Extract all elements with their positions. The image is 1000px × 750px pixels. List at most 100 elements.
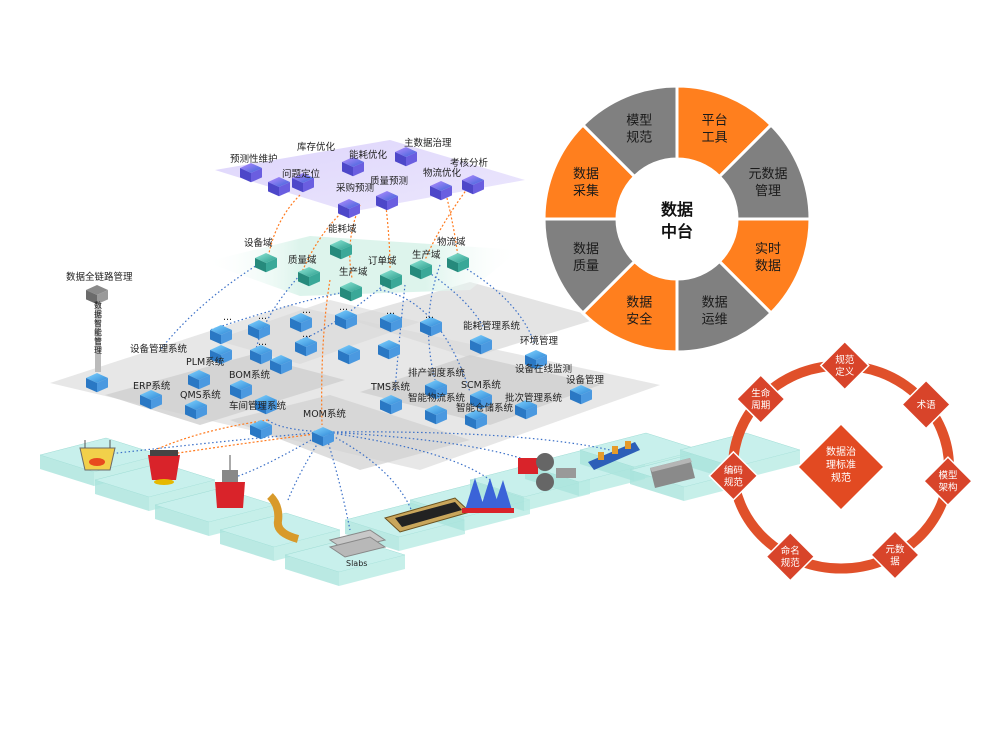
governance-center-label: 规范 [831, 471, 851, 484]
governance-node [708, 450, 759, 501]
platform-segment-label: 平台 [702, 113, 728, 128]
cube-node [425, 405, 447, 425]
label-energy-domain: 能耗域 [328, 223, 357, 235]
cube-node [86, 373, 108, 393]
platform-segment-label: 模型 [626, 113, 652, 128]
label-smart-warehouse: 智能仓储系统 [456, 402, 514, 414]
platform-segment-label: 实时 [755, 242, 781, 257]
governance-center-label: 数据治 [826, 445, 856, 458]
platform-segment-label: 管理 [755, 184, 781, 199]
platform-segment-label: 采集 [573, 183, 599, 199]
ellipsis-label: ... [258, 337, 267, 348]
label-equipment-domain: 设备域 [244, 237, 273, 249]
cube-node [465, 410, 487, 430]
furnace-icon [79, 440, 116, 471]
cube-node [330, 240, 352, 260]
label-data-full-link: 数据全链路管理 [66, 271, 133, 283]
cube-node [515, 400, 537, 420]
platform-segment-label: 元数据 [748, 167, 787, 182]
platform-center-label: 数据 [661, 200, 693, 219]
cube-node [570, 385, 592, 405]
cube-node [470, 335, 492, 355]
label-quality-domain: 质量域 [288, 254, 317, 266]
cube-node [376, 191, 398, 211]
governance-node [869, 529, 921, 580]
cube-node [525, 350, 547, 370]
floor-tile-side [95, 480, 149, 511]
cube-node [268, 177, 290, 197]
platform-segment-label: 数据 [626, 296, 652, 311]
label-production-domain: 生产域 [412, 249, 441, 261]
governance-node-label: 术语 [917, 399, 937, 411]
floor-tile-side [220, 530, 274, 561]
cube-node [380, 313, 402, 333]
caster-icon [267, 493, 300, 543]
governance-node-label: 规范 [724, 476, 744, 488]
cube-node [338, 345, 360, 365]
cube-node [335, 310, 357, 330]
platform-segment-label: 质量 [573, 259, 599, 274]
label-data-intelligent-mgmt: 数据智能管理 [94, 300, 102, 355]
label-predictive-maintenance: 预测性维护 [230, 153, 278, 165]
cube-node [395, 147, 417, 167]
label-inventory-optimization: 库存优化 [297, 141, 336, 153]
factory-equipment: Slabs [79, 440, 695, 568]
label-scheduling-system: 排产调度系统 [408, 367, 466, 379]
label-tms-system: TMS系统 [370, 381, 411, 393]
cube-node [270, 355, 292, 375]
architecture-labels: 预测性维护 库存优化 能耗优化 主数据治理 问题定位 考核分析 采购预测 质量预… [66, 137, 605, 420]
floor-tile-side [399, 520, 465, 551]
label-energy-mgmt-system: 能耗管理系统 [463, 320, 521, 332]
label-quality-forecast: 质量预测 [370, 175, 408, 187]
floor-tile-side [470, 480, 524, 511]
cube-nodes [86, 147, 592, 447]
cube-node [292, 173, 314, 193]
cube-node [410, 260, 432, 280]
label-logistics-optimization: 物流优化 [423, 167, 462, 179]
ellipsis-label: ... [258, 311, 267, 322]
spray-cooling-icon [462, 478, 514, 513]
governance-node-label: 模型 [938, 470, 958, 482]
governance-center [799, 425, 883, 509]
governance-node-label: 架构 [938, 482, 957, 494]
cube-node [290, 313, 312, 333]
ellipsis-label: ... [302, 329, 311, 340]
cube-node [210, 325, 232, 345]
governance-node [765, 531, 816, 582]
cube-node [430, 181, 452, 201]
floor-tile-side [580, 450, 634, 481]
floor-tile-side [209, 505, 275, 536]
converter-icon [215, 455, 245, 508]
cube-node [295, 337, 317, 357]
governance-node-label: 据 [890, 555, 900, 567]
label-equipment-mgmt: 设备管理 [566, 374, 605, 386]
slabs-icon: Slabs [328, 529, 387, 568]
cube-node [230, 380, 252, 400]
label-bom-system: BOM系统 [229, 369, 271, 381]
platform-segment-label: 数据 [755, 259, 781, 274]
label-online-monitoring: 设备在线监测 [515, 363, 572, 375]
label-mom-system: MOM系统 [303, 408, 346, 420]
ellipsis-label: ... [223, 312, 232, 323]
platform-segment [580, 84, 679, 179]
cube-node [447, 253, 469, 273]
platform-center-label: 中台 [661, 222, 693, 241]
governance-node [735, 374, 786, 425]
label-plm-system: PLM系统 [186, 356, 225, 368]
cube-node [470, 390, 492, 410]
cube-node [342, 157, 364, 177]
coil-conveyor-icon [588, 441, 640, 470]
cube-node [255, 395, 277, 415]
cube-node [298, 267, 320, 287]
cube-node [462, 175, 484, 195]
ellipsis-label: ... [339, 302, 348, 313]
platform-segment-label: 数据 [573, 167, 599, 182]
platform-segment-label: 安全 [626, 312, 652, 328]
ellipsis-label: ... [425, 310, 434, 321]
cube-node [255, 253, 277, 273]
platform-segment-label: 工具 [702, 130, 728, 145]
governance-node-label: 规范 [781, 557, 801, 569]
governance-node-label: 定义 [835, 366, 855, 378]
platform-segment-label: 数据 [573, 242, 599, 257]
